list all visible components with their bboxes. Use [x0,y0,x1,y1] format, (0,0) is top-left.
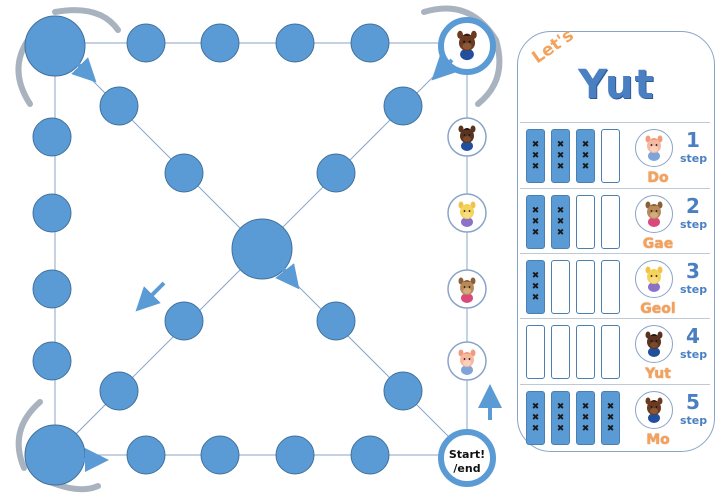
step-label: step [680,218,708,231]
yut-stick-round [576,260,595,314]
stick-marks: ✖✖✖ [581,402,590,434]
diagonal-node[interactable] [383,86,423,126]
result-name: Mo [646,432,670,448]
yut-stick-round [551,260,570,314]
yut-stick-flat: ✖✖✖ [551,129,570,183]
corner-node[interactable] [24,424,86,486]
edge-node[interactable] [126,435,166,475]
direction-arrows [71,55,502,472]
start-label: Start! [449,448,485,461]
row-separator [520,384,710,385]
step-number: 5 [686,390,700,414]
yut-board: Start! /end [15,5,503,493]
yut-stick-round [601,129,620,183]
yut-stick-flat: ✖✖✖ [601,391,620,445]
cow-icon [458,125,476,151]
step-number: 1 [686,128,700,152]
horse-icon [457,30,477,61]
step-number: 3 [686,259,700,283]
edge-node[interactable] [350,435,390,475]
result-name: Geol [640,301,676,317]
dog-icon [458,277,476,303]
edge-node[interactable] [32,117,72,157]
sheep-icon [458,201,476,227]
step-label: step [680,152,708,165]
edge-node[interactable] [32,269,72,309]
edge-node[interactable] [275,435,315,475]
row-separator [520,253,710,254]
diagonal-node[interactable] [99,86,139,126]
row-avatar [635,195,673,233]
sheep-icon [645,266,663,292]
yut-stick-round [576,325,595,379]
edge-node[interactable] [275,23,315,63]
yut-stick-round [601,195,620,249]
row-separator [520,188,710,189]
yut-stick-round [601,325,620,379]
stick-marks: ✖✖✖ [531,206,540,238]
stick-marks: ✖✖✖ [531,140,540,172]
row-avatar [635,129,673,167]
stick-marks: ✖✖✖ [556,140,565,172]
yut-title: Yut [578,62,655,108]
row-avatar [635,260,673,298]
result-name: Do [647,170,669,186]
edge-node[interactable] [126,23,166,63]
corner-node[interactable] [24,15,86,77]
edge-node[interactable] [32,341,72,381]
pig-icon [458,349,476,375]
result-name: Gae [642,236,674,252]
step-label: step [680,348,708,361]
row-avatar [635,325,673,363]
step-number: 2 [686,194,700,218]
row-separator [520,318,710,319]
yut-stick-round [576,195,595,249]
stick-marks: ✖✖✖ [581,140,590,172]
row-avatar [635,391,673,429]
stick-marks: ✖✖✖ [556,402,565,434]
yut-stick-round [526,325,545,379]
yut-stick-flat: ✖✖✖ [576,391,595,445]
edge-node[interactable] [32,193,72,233]
yut-stick-flat: ✖✖✖ [526,260,545,314]
yut-stick-flat: ✖✖✖ [526,195,545,249]
step-label: step [680,283,708,296]
step-label: step [680,414,708,427]
cow-icon [645,331,663,357]
diagonal-node[interactable] [164,301,204,341]
result-name: Yut [645,366,671,382]
row-separator [520,122,710,123]
yut-stick-flat: ✖✖✖ [526,129,545,183]
horse-icon [645,397,663,423]
yut-stick-flat: ✖✖✖ [526,391,545,445]
stick-marks: ✖✖✖ [606,402,615,434]
step-number: 4 [686,324,700,348]
stick-marks: ✖✖✖ [531,402,540,434]
yut-stick-flat: ✖✖✖ [551,391,570,445]
stick-marks: ✖✖✖ [531,271,540,303]
yut-stick-round [601,260,620,314]
diagonal-node[interactable] [316,153,356,193]
dog-icon [645,201,663,227]
diagonal-node[interactable] [383,371,423,411]
player-pieces [457,30,477,375]
edge-node[interactable] [200,23,240,63]
yut-stick-flat: ✖✖✖ [576,129,595,183]
diagonal-node[interactable] [316,301,356,341]
start-end-node[interactable] [438,429,496,487]
edge-node[interactable] [200,435,240,475]
diagonal-node[interactable] [99,371,139,411]
stick-marks: ✖✖✖ [556,206,565,238]
end-label: /end [453,462,480,475]
yut-stick-round [551,325,570,379]
yut-stick-flat: ✖✖✖ [551,195,570,249]
pig-icon [645,135,663,161]
diagonal-node[interactable] [164,153,204,193]
edge-node[interactable] [350,23,390,63]
